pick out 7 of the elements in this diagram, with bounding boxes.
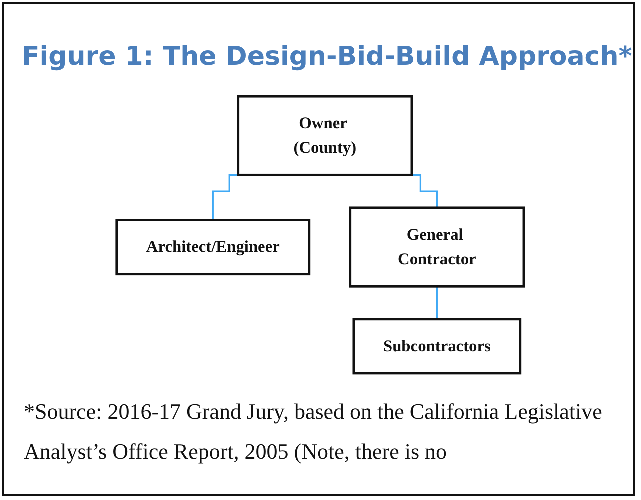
- node-box: Owner (County): [236, 95, 413, 176]
- node-box: Subcontractors: [352, 318, 522, 375]
- connector: [436, 286, 438, 320]
- node-box: General Contractor: [348, 206, 525, 288]
- node-box: Architect/Engineer: [115, 219, 310, 276]
- source-note: *Source: 2016-17 Grand Jury, based on the California Legislative Analyst’s Office Report, 2005 (Note, there is no: [24, 398, 604, 466]
- figure-title: Figure 1: The Design-Bid-Build Approach*: [22, 42, 632, 72]
